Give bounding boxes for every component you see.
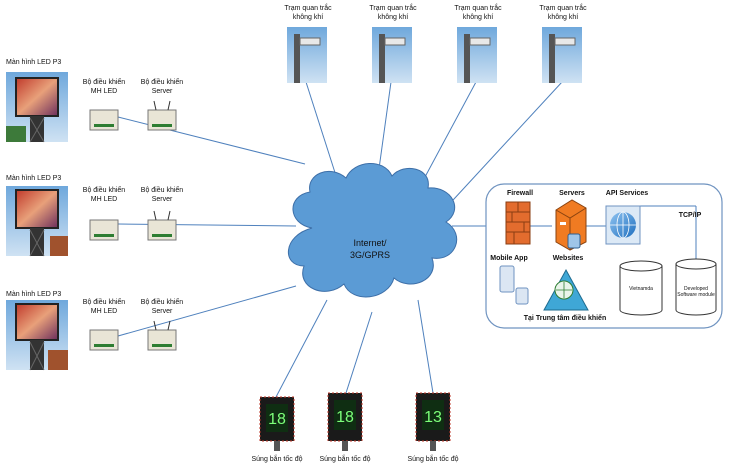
speed-gun-3	[415, 392, 451, 451]
link-led-1	[117, 116, 306, 165]
tcpip-label: TCP/IP	[678, 212, 702, 219]
link-air-4	[441, 81, 563, 213]
led-screen-group-1	[6, 72, 177, 143]
air-station-label: Trạm quan trắc không khí	[369, 5, 417, 21]
link-gun-2	[345, 311, 373, 394]
air-station-label: Trạm quan trắc không khí	[539, 5, 587, 21]
link-air-3	[417, 81, 477, 191]
link-led-3	[117, 285, 297, 337]
mobile-phone-icon	[499, 265, 529, 305]
controller-server-label: Bộ điều khiển Server	[140, 187, 184, 203]
database-icon	[619, 260, 663, 316]
speed-gun-label: Súng bắn tốc độ	[319, 456, 371, 463]
air-station-label: Trạm quan trắc không khí	[454, 5, 502, 21]
api-services-label: API Services	[605, 190, 649, 197]
database-icon	[675, 258, 717, 316]
controller-server-label: Bộ điều khiển Server	[140, 79, 184, 95]
server-icon	[555, 199, 587, 251]
led-screen-label: Màn hình LED P3	[6, 291, 62, 298]
speed-gun-2	[327, 392, 363, 451]
control-center-title: Tại Trung tâm điều khiển	[523, 315, 607, 322]
speed-gun-label: Súng bắn tốc độ	[407, 456, 459, 463]
website-icon	[543, 268, 589, 311]
speed-gun-reading: 18	[268, 411, 286, 428]
led-screen-group-2	[6, 186, 177, 257]
firewall-icon	[505, 201, 531, 245]
led-screen-label: Màn hình LED P3	[6, 175, 62, 182]
control-center-links	[530, 205, 697, 264]
speed-gun-label: Súng bắn tốc độ	[251, 456, 303, 463]
air-station-photo	[372, 27, 412, 83]
link-air-2	[377, 81, 392, 177]
firewall-label: Firewall	[506, 190, 534, 197]
led-screen-label: Màn hình LED P3	[6, 59, 62, 66]
controller-server-label: Bộ điều khiển Server	[140, 299, 184, 315]
air-station-photo	[457, 27, 497, 83]
mobile-app-label: Mobile App	[490, 255, 528, 262]
air-station-photos	[287, 27, 582, 83]
controller-led-label: Bộ điều khiển MH LED	[82, 79, 126, 95]
speed-gun-1	[259, 396, 295, 451]
speed-gun-reading: 13	[424, 409, 442, 426]
controller-led-label: Bộ điều khiển MH LED	[82, 187, 126, 203]
link-air-1	[305, 81, 339, 183]
speed-gun-reading: 18	[336, 409, 354, 426]
websites-label: Websites	[552, 255, 584, 262]
link-gun-1	[275, 299, 328, 398]
link-led-2	[117, 223, 297, 227]
cloud-label-line1: Internet/	[353, 238, 387, 248]
link-gun-3	[417, 299, 434, 394]
servers-label: Servers	[559, 190, 585, 197]
database-label: Vietnamda	[629, 286, 653, 292]
air-station-photo	[287, 27, 327, 83]
led-screen-group-3	[6, 300, 177, 371]
internet-cloud	[288, 163, 458, 298]
cloud-label-line2: 3G/GPRS	[349, 250, 390, 260]
air-station-photo	[542, 27, 582, 83]
controller-led-label: Bộ điều khiển MH LED	[82, 299, 126, 315]
database-label: Developed Software module	[677, 286, 715, 298]
control-center-panel	[485, 183, 723, 329]
air-station-label: Trạm quan trắc không khí	[284, 5, 332, 21]
api-globe-icon	[605, 205, 641, 245]
